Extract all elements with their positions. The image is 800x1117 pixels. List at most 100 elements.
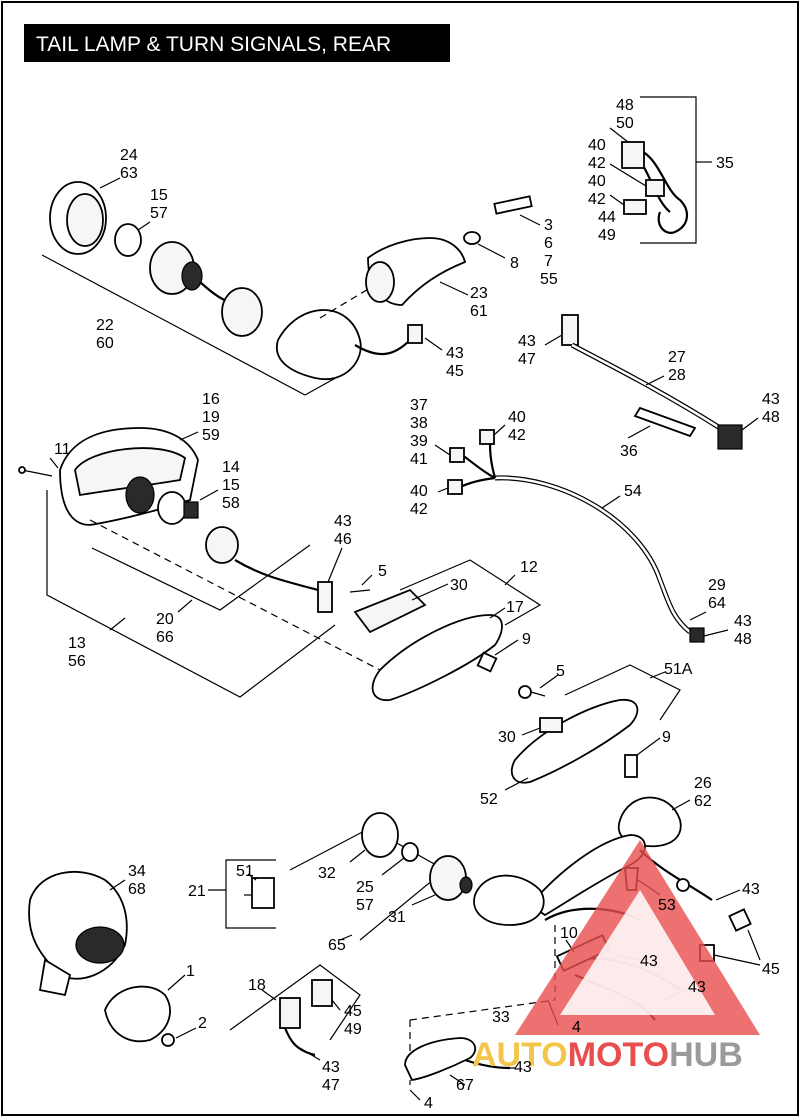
- callout-4: 4: [424, 1095, 433, 1112]
- harness-54: [434, 424, 729, 643]
- callout-31: 31: [388, 909, 406, 926]
- callout-43: 43: [322, 1059, 340, 1076]
- callout-22: 22: [96, 317, 114, 334]
- callout-43: 43: [762, 391, 780, 408]
- leader-5a: [361, 574, 373, 586]
- callout-4: 4: [572, 1019, 581, 1036]
- callout-39: 39: [410, 433, 428, 450]
- callout-68: 68: [128, 881, 146, 898]
- turn-signal-stalk: [528, 834, 646, 917]
- end-connector-43-48: [689, 627, 705, 643]
- leader-40a: [609, 163, 647, 187]
- leader-36: [627, 425, 651, 439]
- lamp-assembly-34: [28, 870, 197, 1047]
- screw-5b: [518, 685, 532, 699]
- leader-43i: [299, 1047, 321, 1061]
- callout-35: 35: [716, 155, 734, 172]
- bulb: [114, 223, 142, 257]
- connector-48-50: [621, 141, 645, 169]
- gasket: [221, 287, 263, 337]
- screw-11: [21, 469, 53, 477]
- callout-47: 47: [518, 351, 536, 368]
- lens-ring-inner: [66, 193, 104, 247]
- callout-32: 32: [318, 865, 336, 882]
- callout-51: 51: [236, 863, 254, 880]
- callout-40: 40: [588, 137, 606, 154]
- callout-48: 48: [734, 631, 752, 648]
- leader-8: [477, 243, 506, 259]
- leader-16: [179, 431, 199, 441]
- connector-45a: [728, 908, 752, 932]
- bulb-25: [401, 842, 419, 862]
- callout-40: 40: [410, 483, 428, 500]
- leader-13: [109, 617, 126, 631]
- callout-5: 5: [378, 563, 387, 580]
- callout-49: 49: [344, 1021, 362, 1038]
- callout-6: 6: [544, 235, 553, 252]
- harness-27-28: [544, 314, 759, 450]
- tail-lamp-grille: [74, 447, 187, 497]
- connector-40c: [479, 429, 495, 445]
- callout-26: 26: [694, 775, 712, 792]
- callout-38: 38: [410, 415, 428, 432]
- callout-59: 59: [202, 427, 220, 444]
- grommet: [676, 878, 690, 892]
- relay-group-18: [229, 964, 361, 1061]
- led-lamp-51a: [504, 664, 681, 791]
- callout-19: 19: [202, 409, 220, 426]
- callout-65: 65: [328, 937, 346, 954]
- leader-39: [434, 444, 451, 456]
- callout-20: 20: [156, 611, 174, 628]
- branch-wire-3: [457, 476, 496, 489]
- leader-51: [247, 873, 257, 881]
- harness-cable-inner: [571, 343, 721, 430]
- callout-24: 24: [120, 147, 138, 164]
- callout-11: 11: [54, 441, 71, 458]
- callout-42: 42: [588, 191, 606, 208]
- lamp-mount: [38, 958, 72, 997]
- leader-45b-2: [713, 954, 761, 966]
- leader-43a: [424, 337, 443, 351]
- housing-opening: [365, 261, 395, 303]
- bracket-22-line: [41, 254, 306, 396]
- callout-62: 62: [694, 793, 712, 810]
- callout-2: 2: [198, 1015, 207, 1032]
- leader-27: [645, 375, 665, 386]
- callout-57: 57: [150, 205, 168, 222]
- callout-44: 44: [598, 209, 616, 226]
- leader-40d: [437, 487, 449, 493]
- bracket-35: [640, 96, 697, 244]
- callout-30: 30: [450, 577, 468, 594]
- leader-3: [519, 214, 541, 226]
- callout-42: 42: [508, 427, 526, 444]
- callout-21: 21: [188, 883, 206, 900]
- leader-45b-1: [747, 929, 761, 961]
- leader-9a: [494, 639, 519, 656]
- callout-43: 43: [742, 881, 760, 898]
- callout-13: 13: [68, 635, 86, 652]
- nut-9a: [476, 651, 498, 673]
- callout-49: 49: [598, 227, 616, 244]
- callout-28: 28: [668, 367, 686, 384]
- tail-lamp-socket: [205, 526, 239, 564]
- leader-1: [167, 974, 186, 991]
- callout-58: 58: [222, 495, 240, 512]
- callout-48: 48: [616, 97, 634, 114]
- harness-assembly-35: [609, 96, 712, 244]
- callout-16: 16: [202, 391, 220, 408]
- leader-48: [609, 127, 629, 143]
- callout-47: 47: [322, 1077, 340, 1094]
- leader-20: [177, 599, 193, 613]
- socket-core: [181, 261, 203, 291]
- leader-34: [109, 879, 126, 891]
- leader-45c: [331, 999, 341, 1011]
- leader-52: [504, 777, 529, 791]
- harness-wire: [639, 149, 688, 234]
- callout-55: 55: [540, 271, 558, 288]
- callout-56: 56: [68, 653, 86, 670]
- main-harness-sleeve: [494, 475, 692, 634]
- connector-40-42: [645, 179, 665, 197]
- callout-51a: 51A: [664, 661, 693, 678]
- watermark-auto: AUTO: [472, 1036, 568, 1074]
- callout-43: 43: [640, 953, 658, 970]
